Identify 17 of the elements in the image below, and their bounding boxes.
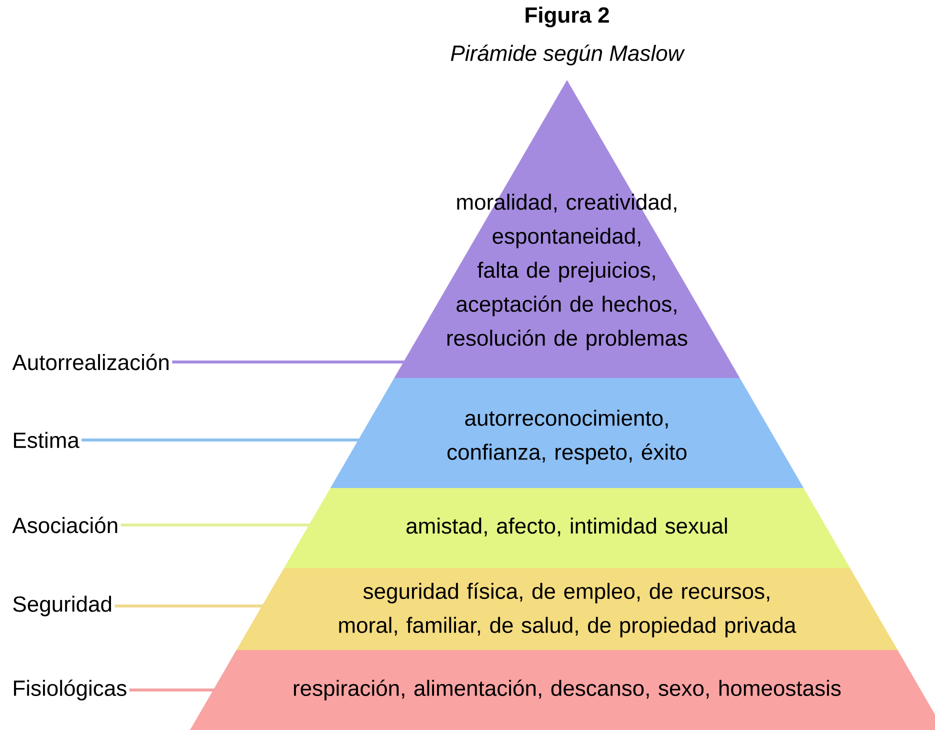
pyramid-level: seguridad física, de empleo, de recursos, moral, familiar, de salud, de propiedad privada [236,568,898,650]
leader-line [114,604,264,608]
leader-line [120,524,311,526]
figure-title: Figura 2 [526,6,609,28]
level-label: Fisiológicas [14,680,126,700]
level-label: Seguridad [13,596,112,616]
pyramid-level: moralidad, creatividad, espontaneidad, falta de prejuicios, aceptación de hechos, resolución de problemas [394,80,740,378]
leader-line [129,688,216,692]
level-label: Autorrealización [12,354,168,370]
pyramid-level: autorreconocimiento, confianza, respeto, éxito [330,378,804,488]
figure-caption: Pirámide según Maslow [450,44,685,66]
level-label: Estima [14,432,80,448]
pyramid-level: respiración, alimentación, descanso, sexo, homeostasis [190,650,935,730]
level-label: Asociación [12,516,118,534]
leader-line [172,360,406,364]
leader-line [82,438,360,442]
pyramid-level: amistad, afecto, intimidad sexual [284,488,850,568]
